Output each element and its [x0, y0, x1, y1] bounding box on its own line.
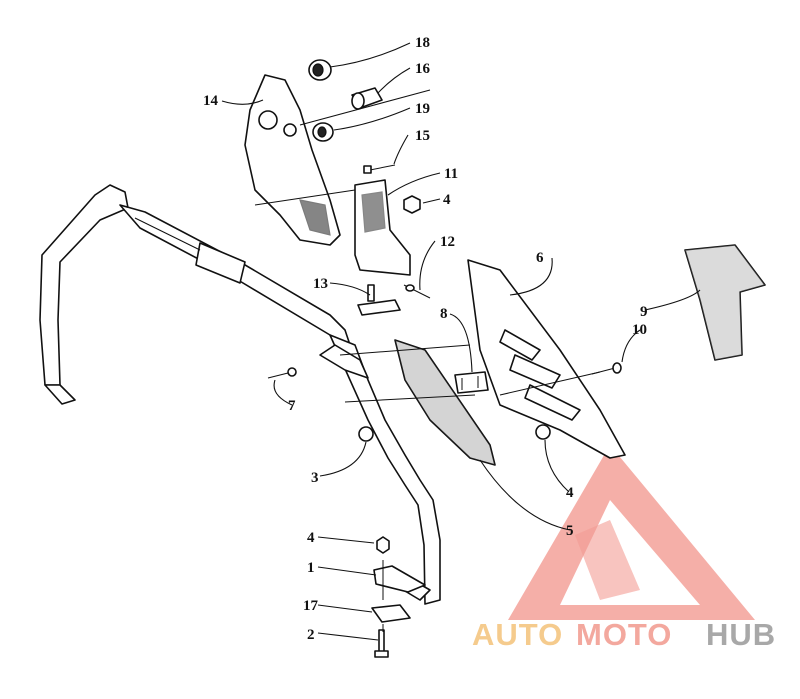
callout-15: 15	[415, 128, 430, 144]
callout-14: 14	[203, 93, 219, 109]
bracket-1	[373, 565, 426, 593]
watermark-logo: AUTO MOTO HUB	[472, 445, 776, 652]
callout-8: 8	[440, 306, 448, 322]
plate-13	[357, 284, 401, 316]
grab-bar-frame	[39, 184, 441, 605]
side-panel-6	[467, 259, 626, 459]
pin-12	[403, 284, 431, 299]
bracket-plate-14	[244, 74, 341, 246]
callout-4-mid: 4	[566, 485, 574, 501]
callout-1: 1	[307, 560, 315, 576]
callout-4-bottom: 4	[307, 530, 315, 546]
callout-12: 12	[440, 234, 455, 250]
watermark-text-hub: HUB	[706, 617, 776, 652]
callout-18: 18	[415, 35, 430, 51]
callout-10: 10	[632, 322, 647, 338]
callout-9: 9	[640, 304, 648, 320]
callout-2: 2	[307, 627, 315, 643]
mounting-bracket-11	[354, 179, 411, 276]
screw-7	[267, 367, 297, 379]
callout-7: 7	[288, 398, 296, 414]
step-mesh-5	[394, 339, 496, 466]
callout-17: 17	[303, 598, 319, 614]
nut-4-bottom	[376, 536, 390, 554]
watermark-text-auto: AUTO	[472, 617, 563, 652]
callout-labels: 18 16 14 19 15 11 4 12 6 13 9 8 10 7 3 4…	[203, 35, 648, 643]
nut-4-top	[403, 195, 421, 214]
nut-4-mid	[535, 424, 551, 440]
callout-4-top: 4	[443, 192, 451, 208]
foam-block-9	[684, 244, 766, 361]
callout-5: 5	[566, 523, 574, 539]
nut-3	[358, 426, 374, 442]
plate-17	[371, 604, 411, 623]
screw-15	[363, 164, 396, 174]
watermark-text-moto: MOTO	[576, 617, 672, 652]
step-bracket-8	[454, 371, 489, 394]
callout-11: 11	[444, 166, 458, 182]
callout-3: 3	[311, 470, 319, 486]
spacer-16	[351, 87, 383, 110]
bushing-18	[308, 59, 332, 81]
callout-16: 16	[415, 61, 431, 77]
bolt-2	[374, 629, 389, 658]
callout-19: 19	[415, 101, 430, 117]
callout-6: 6	[536, 250, 544, 266]
callout-13: 13	[313, 276, 328, 292]
bushing-19	[312, 122, 334, 142]
leader-lines	[221, 42, 701, 641]
assembly-lines	[254, 89, 601, 632]
